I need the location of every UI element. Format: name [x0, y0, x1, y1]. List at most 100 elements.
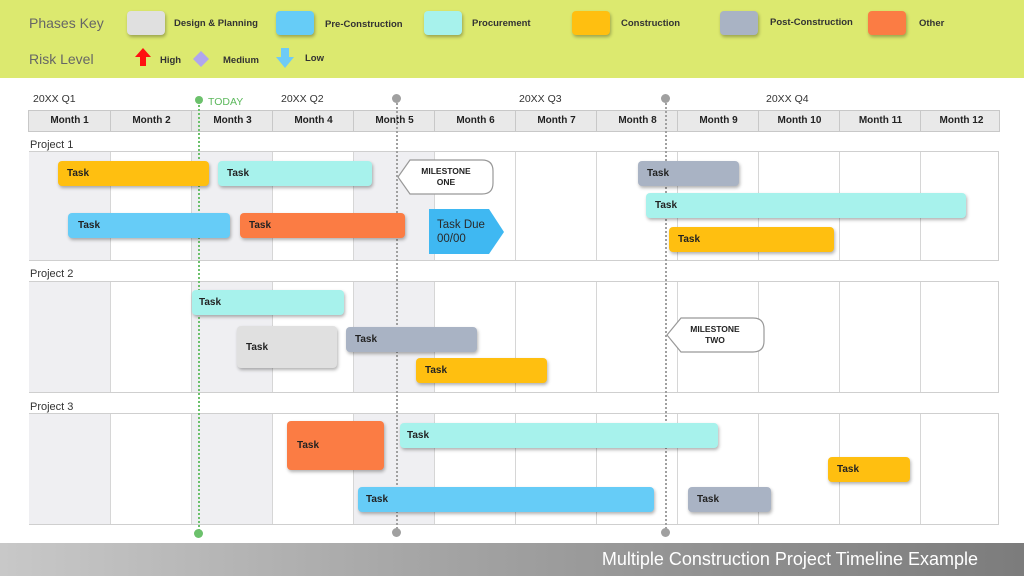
month-header-6: Month 6 [434, 111, 516, 131]
task-due-flag-icon [429, 209, 504, 254]
grid-column [515, 152, 596, 260]
post-construction-swatch [720, 11, 758, 35]
other-swatch [868, 11, 906, 35]
procurement-label: Procurement [472, 18, 531, 29]
task-bar[interactable]: Task [828, 457, 910, 482]
risk-medium-label: Medium [223, 55, 259, 66]
grid-column [920, 414, 1001, 524]
task-bar[interactable]: Task [646, 193, 966, 218]
project-1-label: Project 1 [30, 139, 74, 151]
month-header-row [28, 110, 1000, 132]
task-bar[interactable]: Task [218, 161, 372, 186]
task-bar[interactable]: Task [237, 326, 337, 368]
milestone-two-line1: MILESTONE [690, 324, 740, 334]
risk-low-label: Low [305, 53, 324, 64]
grid-column [110, 414, 191, 524]
month-header-12: Month 12 [920, 111, 1002, 131]
month-header-9: Month 9 [677, 111, 759, 131]
task-bar[interactable]: Task [240, 213, 405, 238]
grid-column [515, 414, 596, 524]
today-top-dot [195, 96, 203, 104]
construction-label: Construction [621, 18, 681, 29]
project-2-label: Project 2 [30, 268, 74, 280]
other-label: Other [919, 18, 945, 29]
month-header-3: Month 3 [191, 111, 273, 131]
quarter-label-q1: 20XX Q1 [33, 93, 76, 105]
month-header-1: Month 1 [50, 115, 89, 126]
red-up-arrow-icon [135, 48, 151, 66]
task-bar[interactable]: Task [58, 161, 209, 186]
blue-down-arrow-icon [276, 48, 294, 68]
month-header-11: Month 11 [839, 111, 921, 131]
milestone-one-bottom-dot [392, 528, 401, 537]
month-header-2: Month 2 [110, 111, 192, 131]
today-bottom-dot [194, 529, 203, 538]
purple-diamond-icon [193, 51, 209, 67]
quarter-label-q3: 20XX Q3 [519, 93, 562, 105]
design-planning-swatch [127, 11, 165, 35]
milestone-one-callout-shape [397, 159, 494, 195]
construction-swatch [572, 11, 610, 35]
month-header-10: Month 10 [758, 111, 840, 131]
grid-column [596, 414, 677, 524]
footer-title: Multiple Construction Project Timeline E… [601, 549, 978, 569]
task-bar[interactable]: Task [400, 423, 718, 448]
today-label: TODAY [208, 96, 244, 108]
grid-column [515, 282, 596, 392]
milestone-two-line [665, 99, 667, 533]
quarter-label-q2: 20XX Q2 [281, 93, 324, 105]
project-3-label: Project 3 [30, 401, 74, 413]
task-due-date: 00/00 [437, 233, 466, 245]
task-due-text: Task Due [437, 219, 485, 231]
month-header-5: Month 5 [353, 111, 435, 131]
grid-column [758, 282, 839, 392]
task-bar[interactable]: Task [346, 327, 477, 352]
design-planning-label: Design & Planning [174, 18, 258, 29]
pre-construction-label: Pre-Construction [325, 19, 403, 30]
grid-column [29, 282, 110, 392]
grid-column [920, 282, 1001, 392]
task-bar[interactable]: Task [358, 487, 654, 512]
milestone-one-line [396, 99, 398, 533]
month-header-7: Month 7 [515, 111, 597, 131]
milestone-two-bottom-dot [661, 528, 670, 537]
task-bar[interactable]: Task [192, 290, 344, 315]
risk-level-title: Risk Level [29, 51, 94, 67]
task-bar[interactable]: Task [287, 421, 384, 470]
risk-high-label: High [160, 55, 182, 66]
grid-column [110, 282, 191, 392]
grid-column [758, 414, 839, 524]
task-bar[interactable]: Task [688, 487, 771, 512]
task-bar[interactable]: Task [638, 161, 739, 186]
grid-column [434, 414, 515, 524]
task-bar[interactable]: Task [416, 358, 547, 383]
milestone-two-callout-shape [666, 317, 765, 353]
footer-bar [0, 543, 1024, 576]
grid-column [110, 152, 191, 260]
post-construction-label: Post-Construction [770, 17, 853, 28]
phases-key-title: Phases Key [29, 15, 104, 31]
milestone-two-label[interactable]: MILESTONE TWO [679, 324, 751, 346]
task-due-label[interactable]: Task Due 00/00 [437, 218, 485, 246]
quarter-label-q4: 20XX Q4 [766, 93, 809, 105]
pre-construction-swatch [276, 11, 314, 35]
grid-column [839, 282, 920, 392]
task-bar[interactable]: Task [669, 227, 834, 252]
grid-column [191, 414, 272, 524]
task-bar[interactable]: Task [68, 213, 230, 238]
procurement-swatch [424, 11, 462, 35]
grid-column [677, 414, 758, 524]
grid-column [272, 152, 353, 260]
grid-column [272, 414, 353, 524]
grid-column [596, 282, 677, 392]
grid-column [596, 152, 677, 260]
today-line [198, 97, 200, 535]
milestone-two-line2: TWO [705, 335, 725, 345]
month-header-8: Month 8 [596, 111, 678, 131]
month-header-4: Month 4 [272, 111, 354, 131]
milestone-one-label[interactable]: MILESTONE ONE [410, 166, 482, 188]
phases-key-band [0, 0, 1024, 78]
milestone-two-top-dot [661, 94, 670, 103]
grid-column [434, 152, 515, 260]
grid-column [29, 414, 110, 524]
